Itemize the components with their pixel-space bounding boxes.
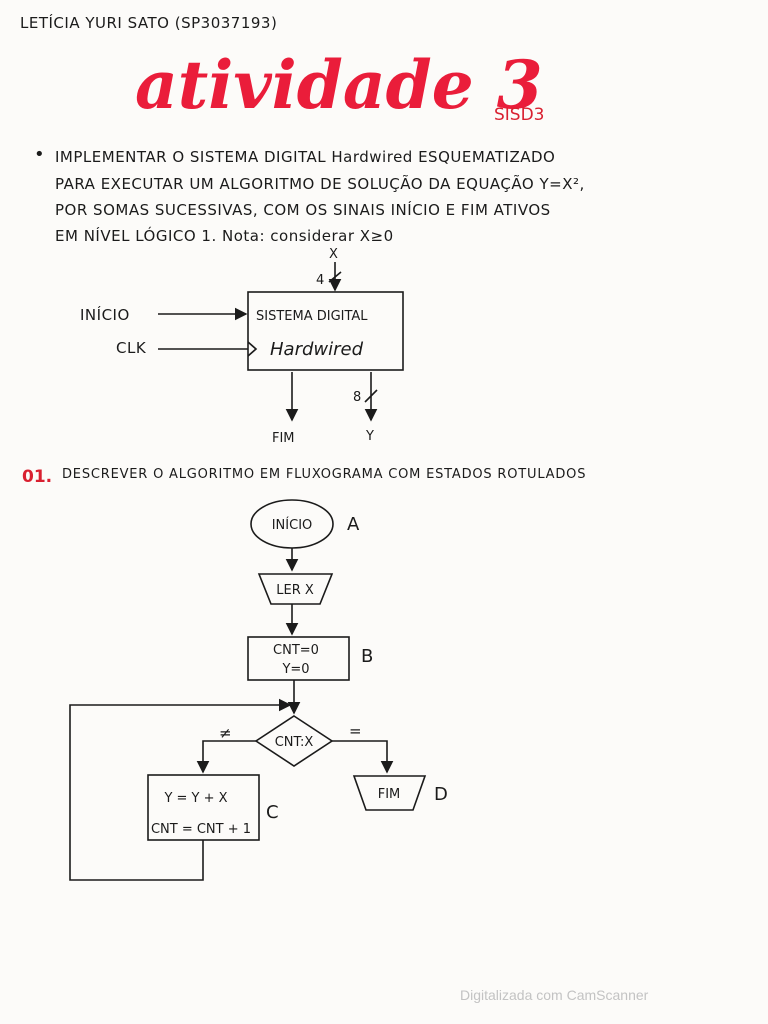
init-label-line2: Y=0	[281, 662, 309, 677]
statement-line-2: PARA EXECUTAR UM ALGORITMO DE SOLUÇÃO DA…	[55, 174, 585, 193]
read-input-shape	[257, 573, 334, 605]
loop-back-arrow	[69, 698, 292, 881]
end-label: FIM	[378, 787, 401, 802]
clock-triangle-icon	[247, 341, 258, 357]
page-title: atividade 3	[135, 46, 543, 124]
input-x-bus-mark	[328, 271, 342, 283]
input-clk-label: CLK	[116, 339, 147, 357]
branch-eq-label: =	[349, 722, 362, 740]
state-c-label: C	[266, 802, 279, 823]
statement-line-3: POR SOMAS SUCESSIVAS, COM OS SINAIS INÍC…	[55, 200, 551, 219]
input-inicio-label: INÍCIO	[80, 305, 130, 324]
init-process-box	[247, 636, 350, 681]
end-output-shape	[352, 775, 427, 811]
output-y-label: Y	[365, 429, 374, 444]
output-y-width: 8	[353, 390, 361, 405]
loop-label-line2: CNT = CNT + 1	[151, 822, 251, 837]
output-fim-label: FIM	[272, 431, 295, 446]
input-x-label: X	[329, 247, 338, 262]
block-label-line2: Hardwired	[270, 339, 364, 360]
page-subtitle: SISD3	[494, 105, 545, 125]
state-d-label: D	[434, 784, 448, 805]
statement-line-4: EM NÍVEL LÓGICO 1. Nota: considerar X≥0	[55, 226, 394, 245]
statement-line-1: IMPLEMENTAR O SISTEMA DIGITAL Hardwired …	[55, 148, 555, 166]
block-label-line1: SISTEMA DIGITAL	[256, 309, 368, 324]
decision-diamond	[254, 715, 334, 767]
block-diagram: SISTEMA DIGITAL Hardwired X 4 INÍCIO CLK…	[80, 247, 404, 446]
system-block	[247, 291, 404, 371]
state-a-label: A	[347, 514, 360, 535]
watermark-text: Digitalizada com CamScanner	[460, 987, 649, 1003]
question-text: DESCREVER O ALGORITMO EM FLUXOGRAMA COM …	[62, 467, 586, 482]
read-label: LER X	[276, 583, 314, 598]
input-x-width: 4	[316, 273, 324, 288]
output-y-bus-mark	[364, 389, 378, 403]
statement-bullet: •	[34, 144, 45, 165]
arrow-neq-branch	[196, 740, 256, 774]
flowchart: INÍCIO A LER X CNT=0 Y=0 B CNT:X ≠ = Y =…	[69, 499, 448, 881]
arrow-eq-branch	[332, 740, 394, 774]
question-number: 01.	[22, 467, 52, 487]
start-label: INÍCIO	[272, 517, 313, 533]
loop-label-line1: Y = Y + X	[163, 791, 227, 806]
branch-neq-label: ≠	[219, 724, 232, 742]
author-name: LETÍCIA YURI SATO (SP3037193)	[20, 13, 277, 32]
decision-label: CNT:X	[275, 735, 314, 750]
state-b-label: B	[361, 646, 373, 667]
init-label-line1: CNT=0	[273, 643, 319, 658]
